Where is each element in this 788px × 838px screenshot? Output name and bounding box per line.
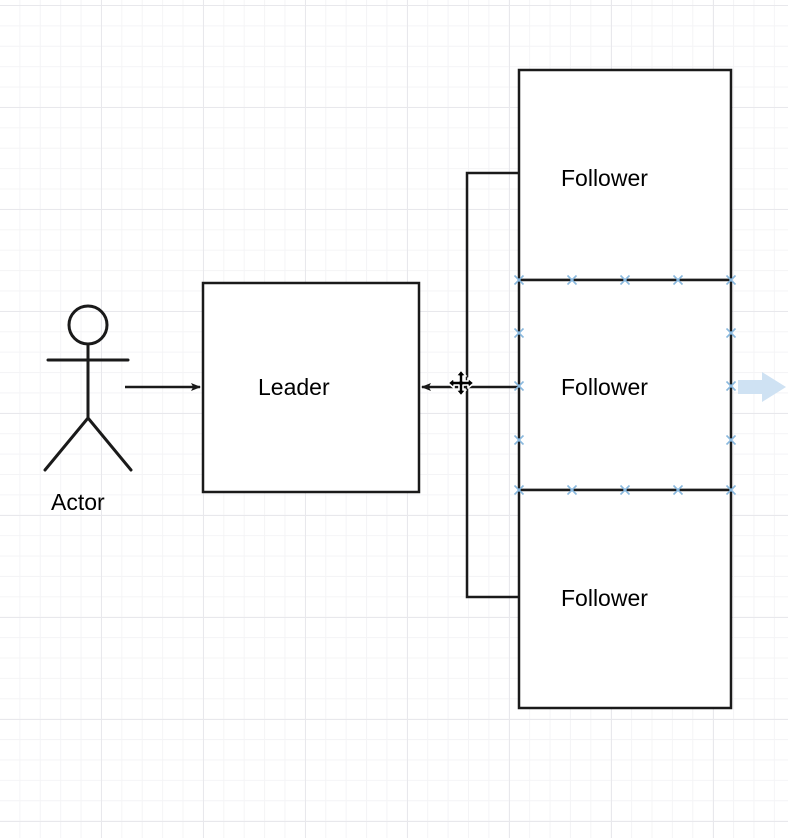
selection-handle[interactable]: [725, 380, 737, 392]
directional-arrow-right-icon[interactable]: [738, 372, 786, 402]
selection-handle[interactable]: [619, 274, 631, 286]
selection-handle[interactable]: [725, 274, 737, 286]
selection-handle[interactable]: [725, 484, 737, 496]
selection-handle[interactable]: [513, 434, 525, 446]
actor-head-icon: [67, 304, 109, 346]
follower-2-label: Follower: [561, 374, 648, 400]
move-cursor: [447, 369, 475, 397]
actor-label: Actor: [51, 489, 105, 515]
shape-leader[interactable]: [201, 281, 421, 494]
selection-handle[interactable]: [513, 380, 525, 392]
selection-handle[interactable]: [566, 484, 578, 496]
shape-actor[interactable]: [43, 304, 133, 472]
actor-leg-right: [86, 416, 133, 472]
selection-handle[interactable]: [725, 434, 737, 446]
selection-handle[interactable]: [513, 274, 525, 286]
selection-handle[interactable]: [672, 274, 684, 286]
follower-3-label: Follower: [561, 585, 648, 611]
selection-handle[interactable]: [566, 274, 578, 286]
selection-handle[interactable]: [672, 484, 684, 496]
selection-handle[interactable]: [619, 484, 631, 496]
selection-handle[interactable]: [725, 327, 737, 339]
edge-branch-top: [465, 171, 519, 599]
shape-follower-3[interactable]: [517, 488, 733, 710]
selection-handle[interactable]: [513, 327, 525, 339]
leader-label: Leader: [258, 374, 330, 400]
selection-handle[interactable]: [513, 484, 525, 496]
actor-leg-left: [43, 416, 90, 472]
follower-1-label: Follower: [561, 165, 648, 191]
selection-handles[interactable]: [513, 274, 737, 496]
